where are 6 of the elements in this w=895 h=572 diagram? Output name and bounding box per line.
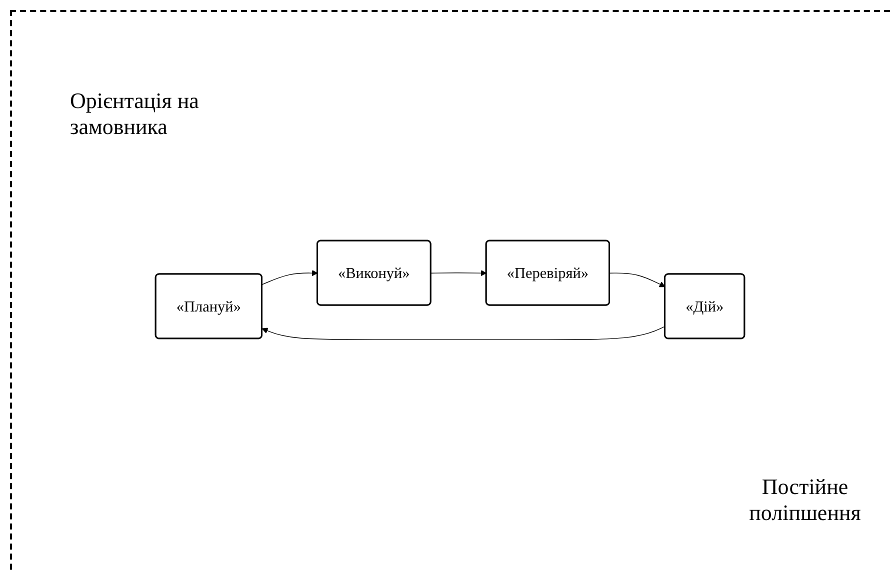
note-text: Постійне поліпшення	[748, 474, 862, 526]
arrow	[262, 326, 666, 340]
note-text: Орієнтація на замовника	[70, 88, 200, 140]
arrow	[609, 272, 666, 288]
arrow	[430, 270, 487, 276]
arrow	[262, 270, 318, 285]
